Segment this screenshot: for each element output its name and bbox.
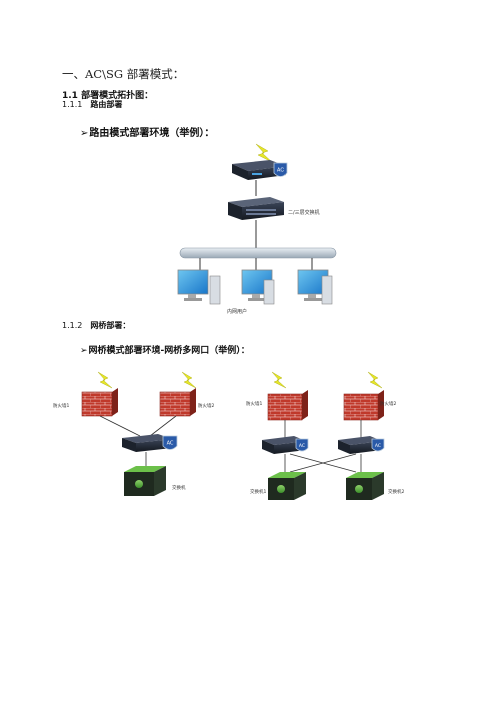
bridge-caption-text: 网桥模式部署环境-网桥多网口（举例）：	[88, 346, 250, 356]
ac-badge: AC	[299, 443, 305, 449]
route-title: 路由部署	[90, 100, 123, 109]
bridge-title: 网桥部署：	[90, 321, 131, 330]
switch-label: 二/三层交换机	[288, 209, 320, 216]
bridge-heading: 1.1.2 网桥部署：	[62, 320, 130, 331]
firewall-icon	[81, 388, 118, 417]
pc-icon	[297, 269, 333, 305]
route-number: 1.1.1	[62, 100, 83, 109]
users-label: 内网用户	[227, 308, 247, 315]
route-heading: 1.1.1 路由部署	[62, 99, 122, 110]
firewall-icon	[343, 390, 384, 421]
ac-badge: AC	[277, 168, 284, 174]
switch-label: 交换机	[172, 484, 186, 491]
pc-icon	[241, 269, 275, 305]
ac-badge: AC	[167, 441, 174, 447]
route-caption: ➢路由模式部署环境（举例）：	[80, 124, 214, 139]
firewall-label: 防火墙2	[198, 402, 214, 409]
ac-shield-icon: AC	[273, 162, 288, 177]
pc-icon	[177, 269, 221, 305]
ac-shield-icon: AC	[295, 438, 309, 452]
bridge-caption: ➢网桥模式部署环境-网桥多网口（举例）：	[80, 343, 250, 356]
ac-shield-icon: AC	[162, 435, 178, 450]
internet-lightning-icon	[97, 371, 113, 389]
switch-icon	[346, 472, 384, 500]
firewall-icon	[267, 390, 308, 421]
core-switch	[228, 197, 284, 220]
internet-lightning-icon	[367, 371, 383, 389]
switch-icon	[124, 466, 166, 496]
lan-bus	[179, 247, 337, 259]
firewall-label: 防火墙1	[53, 402, 69, 409]
ac-badge: AC	[375, 443, 381, 449]
firewall-label: 防火墙2	[380, 400, 396, 407]
switch-icon	[268, 472, 306, 500]
ac-shield-icon: AC	[371, 438, 385, 452]
bullet-arrow-icon: ➢	[80, 128, 89, 139]
subsection-title: 1.1 部署模式拓扑图：	[62, 91, 154, 101]
internet-lightning-icon	[181, 371, 197, 389]
section-title: 一、AC\SG 部署模式：	[62, 67, 185, 81]
internet-lightning-icon	[271, 371, 287, 389]
firewall-icon	[159, 388, 196, 417]
bridge-number: 1.1.2	[62, 321, 83, 330]
firewall-label: 防火墙1	[246, 400, 262, 407]
switch-label: 交换机1	[250, 488, 266, 495]
bullet-arrow-icon: ➢	[80, 346, 88, 356]
switch-label: 交换机2	[388, 488, 404, 495]
route-caption-text: 路由模式部署环境（举例）：	[89, 128, 215, 139]
